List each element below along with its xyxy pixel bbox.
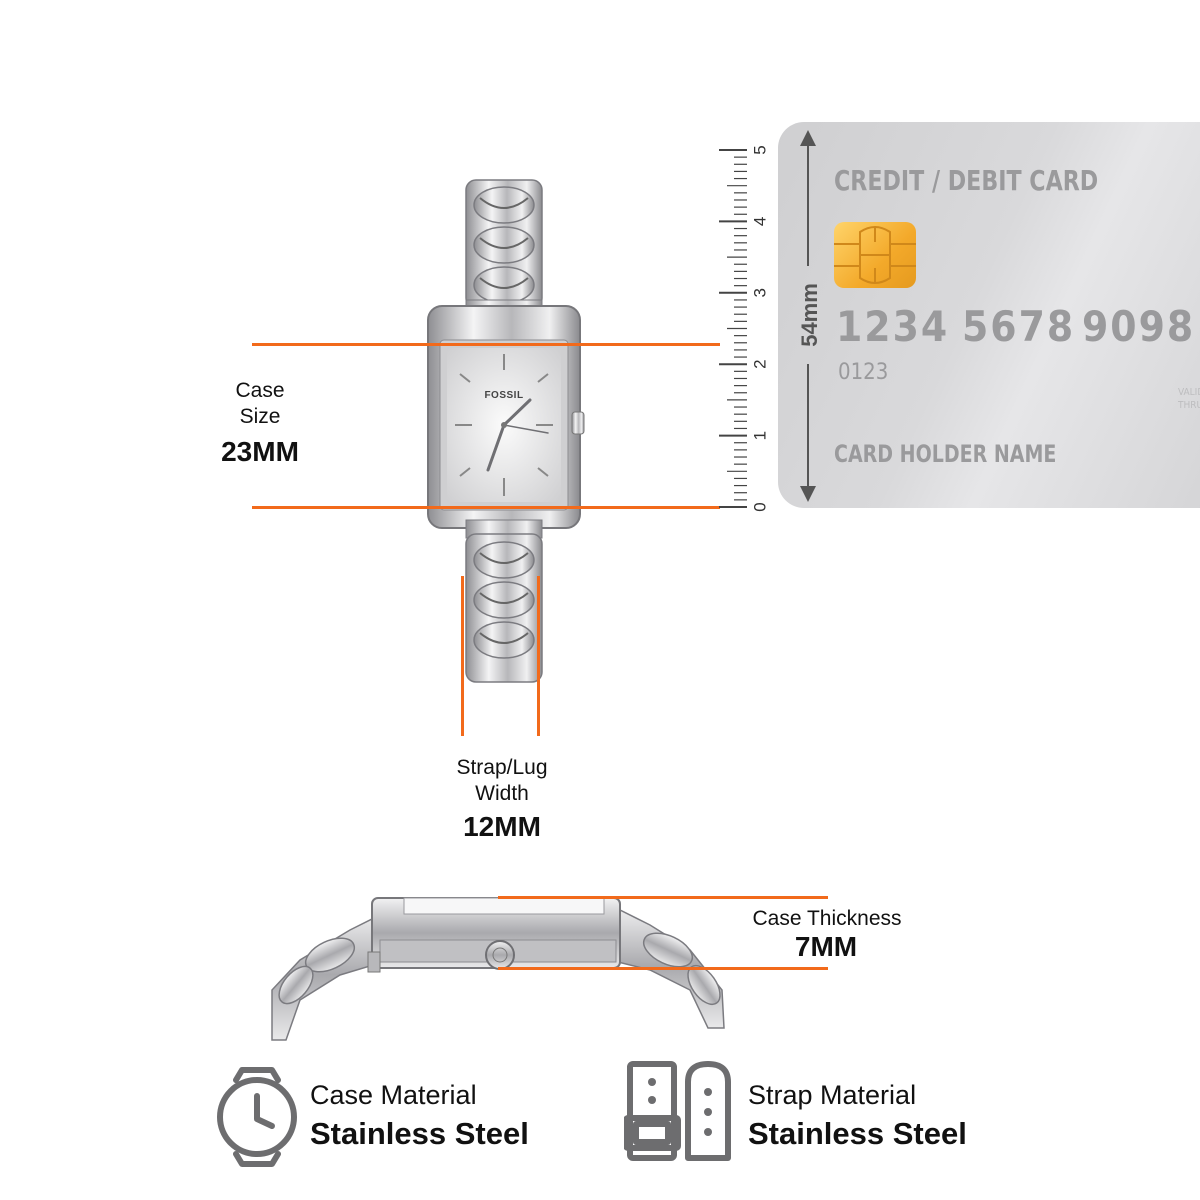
case-material-title: Case Material	[310, 1080, 477, 1110]
card-sub-number: 0123	[838, 360, 889, 385]
ruler-scale: 0 1 2 3 4 5	[719, 145, 769, 512]
case-size-value: 23MM	[221, 436, 299, 467]
case-thickness-bottom-line	[498, 967, 828, 970]
ruler-tick-label: 2	[750, 359, 769, 368]
strap-icon	[624, 1061, 731, 1161]
credit-card	[778, 122, 1200, 508]
case-thickness-value: 7MM	[794, 931, 858, 962]
ruler-tick-label: 3	[750, 288, 769, 297]
strap-material-title: Strap Material	[748, 1080, 917, 1110]
ruler-tick-label: 1	[750, 431, 769, 440]
card-valid-thru: VALID THRU	[1178, 387, 1200, 411]
card-chip-icon	[834, 222, 916, 288]
strap-width-value: 12MM	[463, 811, 541, 842]
card-number-group-1: 1234	[836, 302, 950, 351]
strap-width-left-line	[461, 576, 464, 736]
watch-brand-logo: FOSSIL	[484, 390, 524, 401]
case-thickness-top-line	[498, 896, 828, 899]
case-material-value: Stainless Steel	[310, 1116, 529, 1151]
strap-material-value: Stainless Steel	[748, 1116, 967, 1151]
strap-width-right-line	[537, 576, 540, 736]
card-height-label: 54mm	[797, 283, 822, 347]
card-number-group-2: 5678	[962, 302, 1076, 351]
strap-width-label: Strap/Lug Width	[456, 756, 548, 805]
watch-icon	[217, 1067, 297, 1167]
case-thickness-label: Case Thickness	[752, 907, 902, 930]
card-number-group-3: 9098	[1082, 302, 1196, 351]
ruler-tick-label: 5	[750, 145, 769, 154]
case-size-top-line	[252, 343, 720, 346]
case-size-bottom-line	[252, 506, 720, 509]
ruler-tick-label: 4	[750, 217, 769, 226]
case-size-label: Case Size	[235, 379, 285, 428]
card-height-arrow	[800, 130, 816, 502]
card-title: CREDIT / DEBIT CARD	[834, 164, 1099, 197]
card-holder-name: CARD HOLDER NAME	[834, 440, 1057, 468]
ruler-tick-label: 0	[750, 502, 769, 511]
watch-front-image	[427, 179, 585, 683]
watch-side-image	[271, 897, 725, 1041]
